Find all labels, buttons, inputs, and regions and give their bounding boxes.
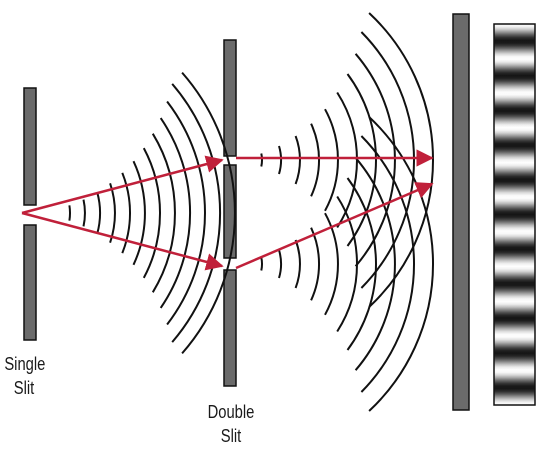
- double-slit-top-bar: [223, 39, 237, 157]
- lower-slit-wavefront: [260, 257, 264, 271]
- ray-lower-to-screen: [235, 182, 434, 270]
- upper-slit-wavefront: [310, 123, 321, 197]
- interference-pattern: [493, 23, 536, 406]
- single-slit-wavefront: [132, 160, 146, 266]
- lower-slit-wavefront: [294, 239, 301, 289]
- detection-screen: [452, 13, 470, 411]
- single-slit-lower-bar: [23, 224, 37, 341]
- single-slit-label-line2: Slit: [13, 378, 35, 398]
- single-slit-wavefronts: [68, 71, 236, 355]
- single-slit-wavefront: [82, 199, 86, 227]
- single-slit-label: Single Slit: [4, 352, 46, 400]
- ray-to-lower-slit: [21, 211, 224, 271]
- lower-slit-wavefront: [368, 116, 435, 412]
- lower-slit-wavefront: [346, 177, 377, 351]
- lower-slit-wavefront: [354, 157, 396, 371]
- lower-slit-wavefront: [278, 249, 282, 279]
- lower-slit-wavefront: [336, 195, 358, 333]
- upper-slit-wavefront: [260, 153, 264, 167]
- lower-slit-wavefront: [324, 212, 339, 316]
- double-slit-label-line1: Double: [207, 402, 255, 422]
- upper-slit-wavefront: [278, 145, 282, 175]
- single-slit-wavefront: [171, 83, 222, 343]
- upper-slit-wavefront: [346, 73, 377, 247]
- lower-slit-wavefront: [360, 135, 416, 393]
- upper-slit-wavefront: [324, 108, 339, 212]
- single-slit-wavefront: [151, 133, 176, 293]
- single-slit-wavefront: [109, 182, 116, 244]
- single-slit-wavefront: [181, 71, 236, 355]
- single-slit-barrier: [23, 87, 37, 341]
- double-slit-bottom-bar: [223, 269, 237, 387]
- upper-slit-wavefront: [360, 31, 416, 289]
- single-slit-wavefront: [142, 147, 162, 279]
- single-slit-label-line1: Single: [4, 354, 46, 374]
- single-slit-wavefront: [96, 191, 102, 235]
- single-slit-wavefront: [166, 100, 206, 326]
- single-slit-wavefront: [159, 117, 191, 309]
- double-slit-wavefronts: [260, 12, 435, 412]
- upper-slit-wavefront: [368, 12, 435, 308]
- ray-to-upper-slit: [21, 155, 224, 215]
- double-slit-label-line2: Slit: [220, 426, 242, 446]
- lower-slit-wavefront: [310, 227, 321, 301]
- double-slit-label: Double Slit: [206, 400, 257, 448]
- rays: [21, 149, 434, 271]
- single-slit-wavefront: [68, 205, 72, 221]
- upper-slit-wavefront: [336, 91, 358, 229]
- single-slit-wavefront: [121, 172, 132, 254]
- upper-slit-wavefront: [294, 135, 301, 185]
- single-slit-upper-bar: [23, 87, 37, 206]
